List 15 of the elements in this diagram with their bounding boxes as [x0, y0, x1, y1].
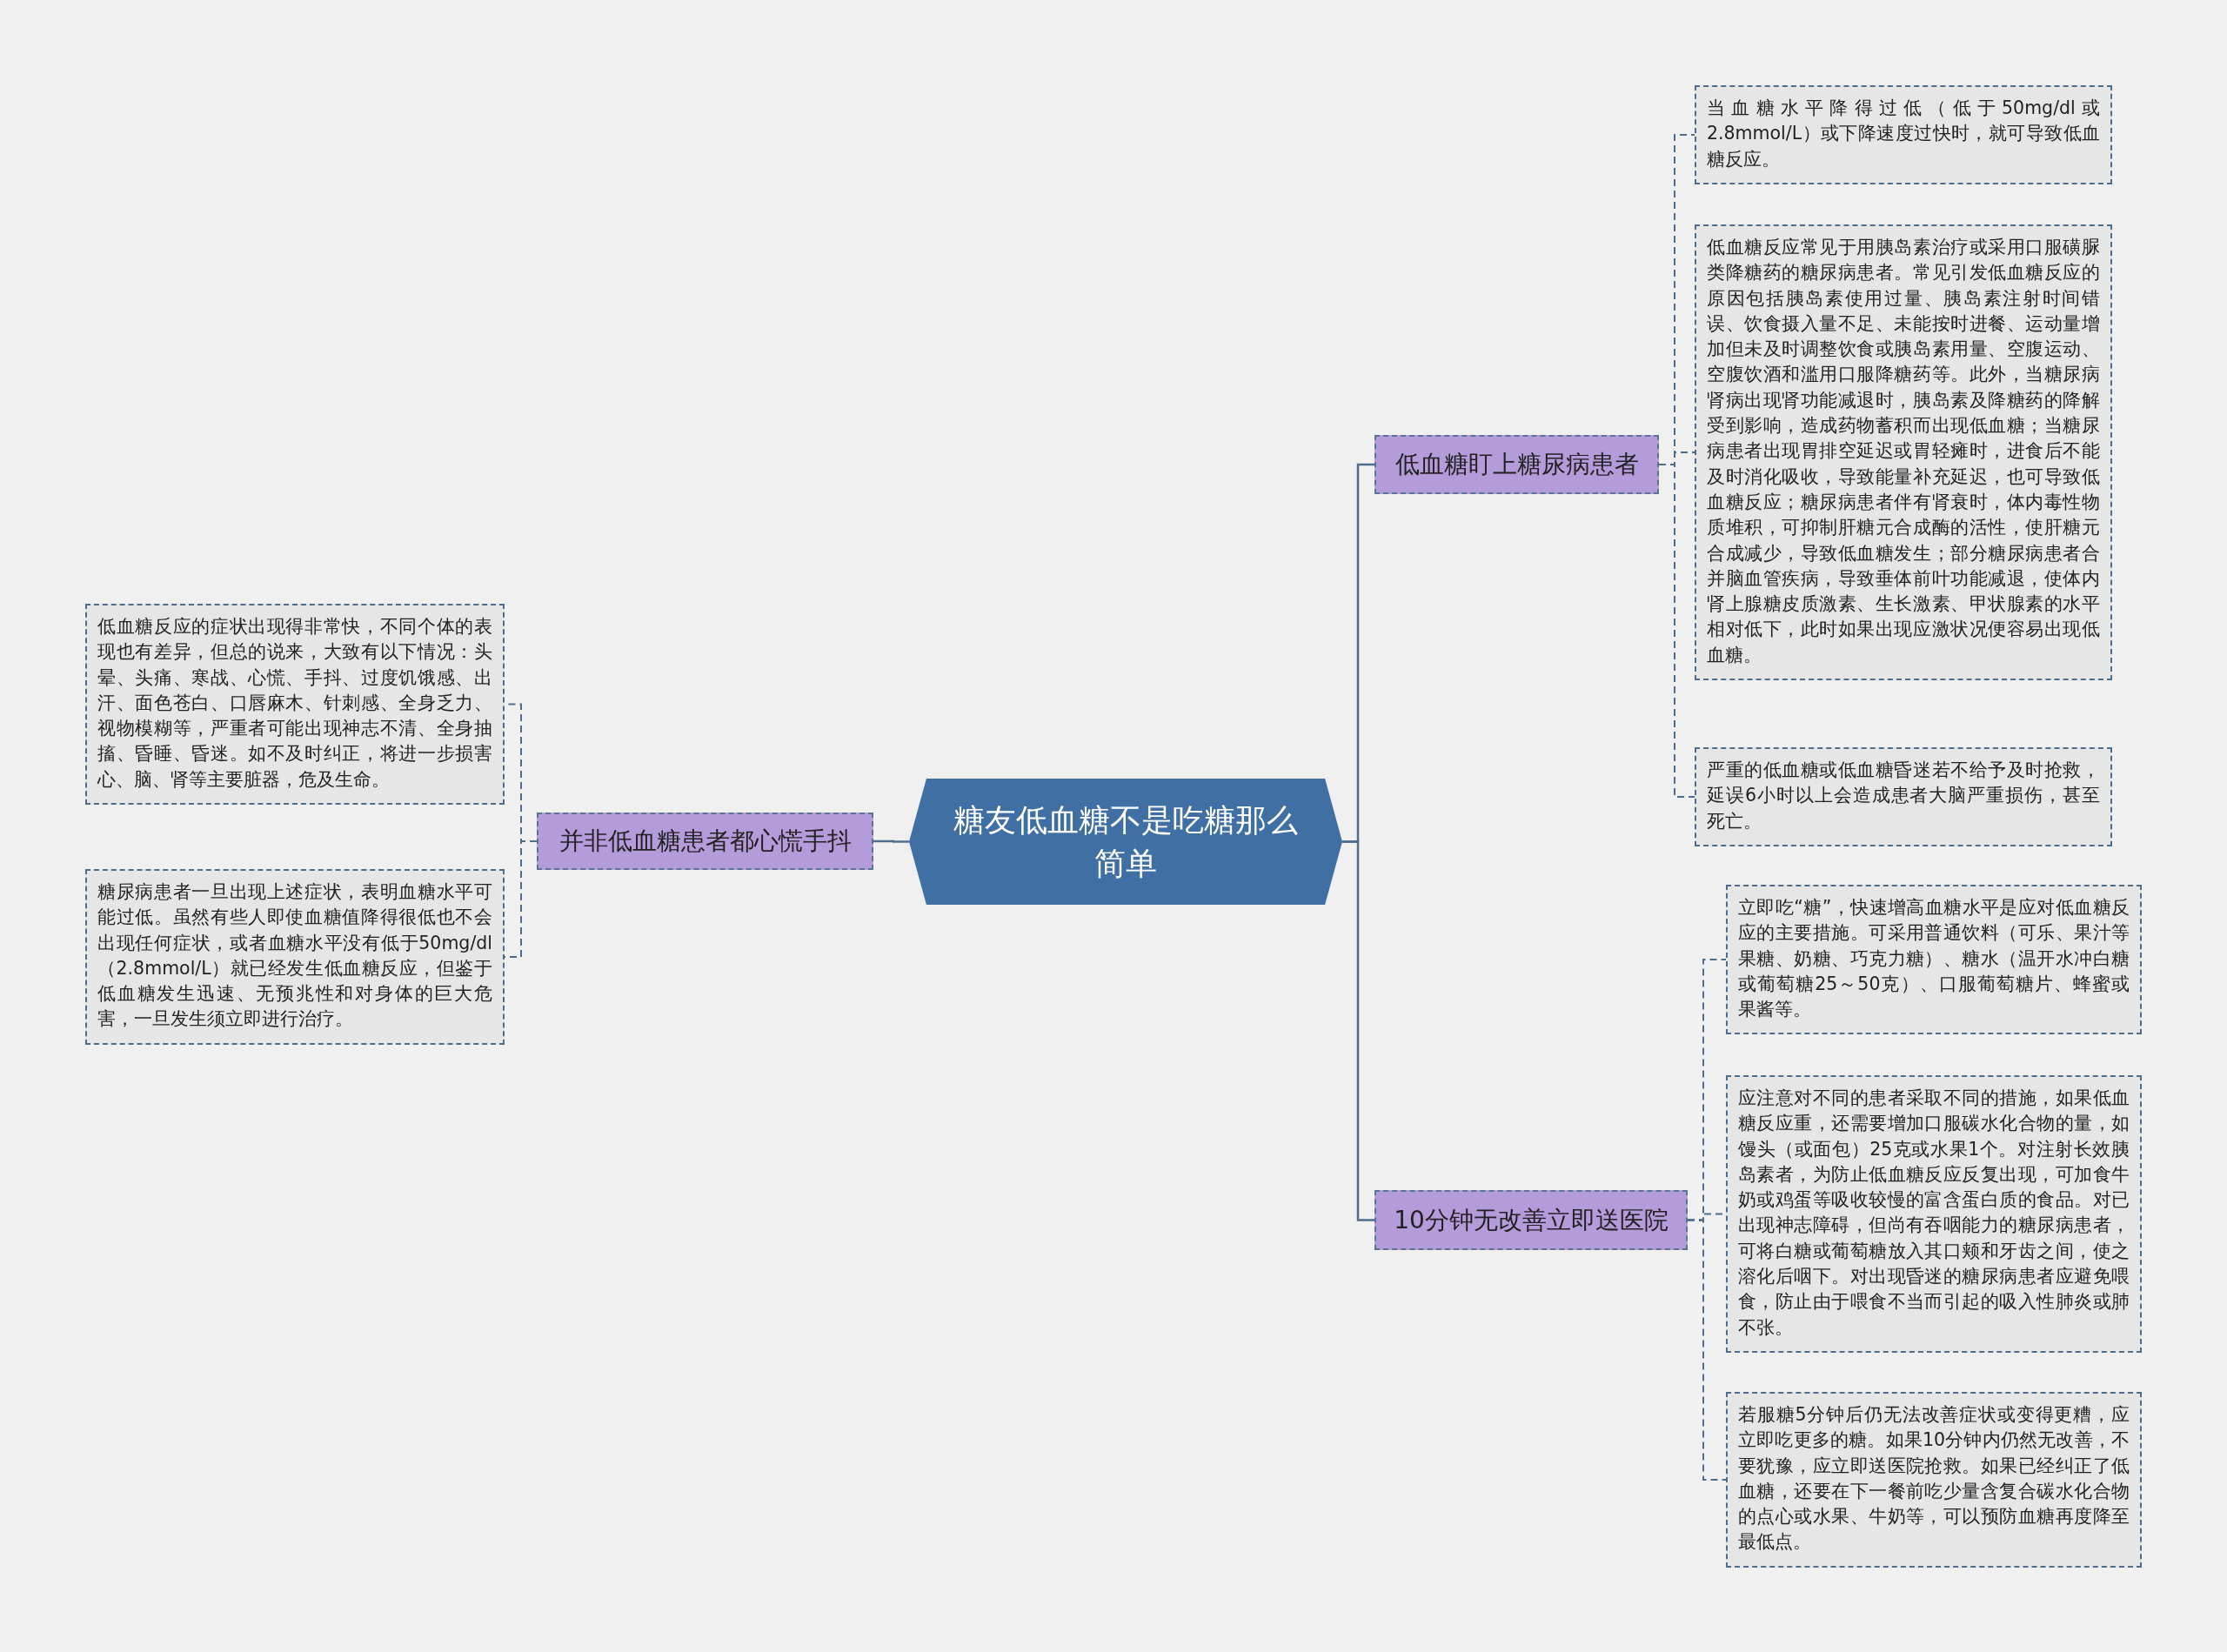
- topic-box: 低血糖盯上糖尿病患者: [1374, 435, 1659, 494]
- note-box: 严重的低血糖或低血糖昏迷若不给予及时抢救，延误6小时以上会造成患者大脑严重损伤，甚至死亡。: [1695, 747, 2112, 846]
- note-box: 立即吃“糖”，快速增高血糖水平是应对低血糖反应的主要措施。可采用普通饮料（可乐、果汁等果糖、奶糖、巧克力糖）、糖水（温开水冲白糖或葡萄糖25～50克）、口服葡萄糖片、蜂蜜或果酱等。: [1726, 885, 2142, 1035]
- note-box: 低血糖反应的症状出现得非常快，不同个体的表现也有差异，但总的说来，大致有以下情况：头晕、头痛、寒战、心慌、手抖、过度饥饿感、出汗、面色苍白、口唇麻木、针刺感、全身乏力、视物模糊等，严重者可能出现神志不清、全身抽搐、昏睡、昏迷。如不及时纠正，将进一步损害心、脑、肾等主要脏器，危及生命。: [85, 604, 505, 806]
- topic-box: 10分钟无改善立即送医院: [1374, 1190, 1688, 1250]
- note-box: 若服糖5分钟后仍无法改善症状或变得更糟，应立即吃更多的糖。如果10分钟内仍然无改善，不要犹豫，应立即送医院抢救。如果已经纠正了低血糖，还要在下一餐前吃少量含复合碳水化合物的点心或水果、牛奶等，可以预防血糖再度降至最低点。: [1726, 1392, 2142, 1568]
- connector-line: [1687, 1219, 1727, 1481]
- central-topic-box: 糖友低血糖不是吃糖那么简单: [909, 779, 1342, 905]
- topic-box: 并非低血糖患者都心慌手抖: [537, 813, 873, 870]
- connector-line: [1342, 840, 1374, 1221]
- note-box: 当血糖水平降得过低（低于50mg/dl或2.8mmol/L）或下降速度过快时，就可导致低血糖反应。: [1695, 85, 2112, 184]
- note-box: 应注意对不同的患者采取不同的措施，如果低血糖反应重，还需要增加口服碳水化合物的量，如馒头（或面包）25克或水果1个。对注射长效胰岛素者，为防止低血糖反应反复出现，可加食牛奶或鸡蛋等吸收较慢的富含蛋白质的食品。对已出现神志障碍，但尚有吞咽能力的糖尿病患者，可将白糖或葡萄糖放入其口颊和牙齿之间，使之溶化后咽下。对出现昏迷的糖尿病患者应避免喂食，防止由于喂食不当而引起的吸入性肺炎或肺不张。: [1726, 1075, 2142, 1353]
- note-box: 糖尿病患者一旦出现上述症状，表明血糖水平可能过低。虽然有些人即使血糖值降得很低也不会出现任何症状，或者血糖水平没有低于50mg/dl（2.8mmol/L）就已经发生低血糖反应，但鉴于低血糖发生迅速、无预兆性和对身体的巨大危害，一旦发生须立即进行治疗。: [85, 869, 505, 1045]
- connector-line: [873, 839, 909, 843]
- note-box: 低血糖反应常见于用胰岛素治疗或采用口服磺脲类降糖药的糖尿病患者。常见引发低血糖反应的原因包括胰岛素使用过量、胰岛素注射时间错误、饮食摄入量不足、未能按时进餐、运动量增加但未及时调整饮食或胰岛素用量、空腹运动、空腹饮酒和滥用口服降糖药等。此外，当糖尿病肾病出现肾功能减退时，胰岛素及降糖药的降解受到影响，造成药物蓄积而出现低血糖；当糖尿病患者出现胃排空延迟或胃轻瘫时，进食后不能及时消化吸收，导致能量补充延迟，也可导致低血糖反应；糖尿病患者伴有肾衰时，体内毒性物质堆积，可抑制肝糖元合成酶的活性，使肝糖元合成减少，导致低血糖发生；部分糖尿病患者合并脑血管疾病，导致垂体前叶功能减退，使体内肾上腺糖皮质激素、生长激素、甲状腺素的水平相对低下，此时如果出现应激状况便容易出现低血糖。: [1695, 224, 2112, 681]
